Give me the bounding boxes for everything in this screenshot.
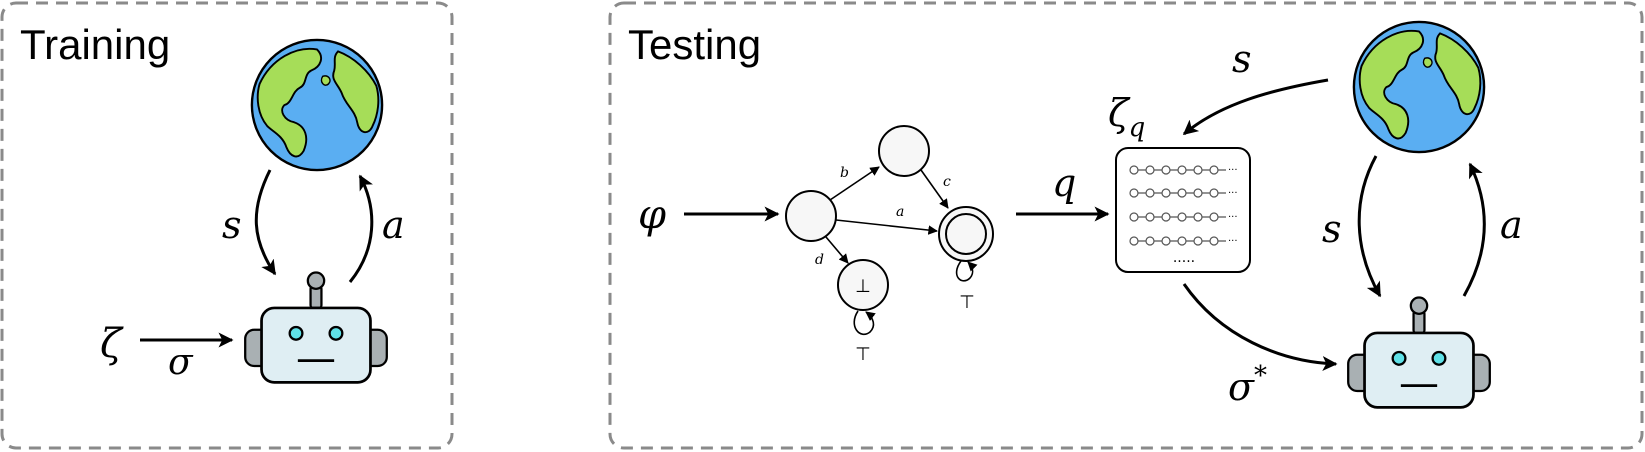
task-label: ζ <box>100 321 124 367</box>
policy-label: σ <box>168 342 194 383</box>
task-row-node <box>1161 212 1171 222</box>
action-arrow <box>348 174 374 283</box>
edge-label-c: c <box>943 174 951 190</box>
task-row-node <box>1209 165 1219 175</box>
state-label: s <box>1322 207 1342 251</box>
automaton-accept-state <box>938 206 994 262</box>
state-label: s <box>222 203 242 247</box>
edge-label-b: b <box>840 165 849 181</box>
state-arrow <box>1357 155 1382 298</box>
automaton-middle-state <box>878 125 930 177</box>
edge-b <box>829 166 880 201</box>
testing-panel-border <box>608 1 1644 450</box>
testing-panel: Testing φ b c a d ⊥ ⊤ ⊤ q <box>608 1 1644 450</box>
task-row-node <box>1209 188 1219 198</box>
task-row-node <box>1161 165 1171 175</box>
task-row-continuation: ··· <box>1228 165 1238 176</box>
task-row-continuation: ··· <box>1228 188 1238 199</box>
automaton-reject-state <box>837 259 889 311</box>
robot-icon <box>243 271 389 384</box>
action-label: a <box>1500 203 1523 247</box>
task-row-node <box>1145 188 1155 198</box>
state-arrow <box>254 169 277 276</box>
robot-icon <box>1346 296 1492 409</box>
task-row-node <box>1161 236 1171 246</box>
accept-loop-symbol: ⊤ <box>959 292 975 313</box>
state-top-label: s <box>1232 37 1252 81</box>
reject-symbol: ⊥ <box>855 276 871 297</box>
automaton-initial-state <box>785 190 837 242</box>
task-row-node <box>1193 165 1203 175</box>
task-row-continuation: ··· <box>1228 212 1238 223</box>
task-row-node <box>1177 236 1187 246</box>
task-row-continuation: ··· <box>1228 236 1238 247</box>
policy-label: σ* <box>1228 361 1267 409</box>
task-row-node <box>1129 165 1139 175</box>
task-row-node <box>1209 236 1219 246</box>
task-set-rows: ··· ··· ··· ··· <box>1129 165 1238 247</box>
task-row-node <box>1145 236 1155 246</box>
task-row-node <box>1161 188 1171 198</box>
task-set-ellipsis: ..... <box>1173 250 1195 266</box>
task-row-node <box>1145 165 1155 175</box>
policy-arrow <box>1182 283 1338 372</box>
task-row: ··· <box>1129 212 1238 223</box>
training-panel: Training s a ζ σ <box>0 1 454 450</box>
task-row: ··· <box>1129 165 1238 176</box>
training-title: Training <box>20 21 170 68</box>
task-row: ··· <box>1129 188 1238 199</box>
task-row-node <box>1129 212 1139 222</box>
task-row-node <box>1193 212 1203 222</box>
training-panel-border <box>0 1 454 450</box>
query-label: q <box>1052 161 1076 205</box>
action-arrow <box>1462 162 1486 297</box>
formula-label: φ <box>638 192 666 238</box>
automaton: b c a d ⊥ ⊤ ⊤ <box>785 125 994 365</box>
action-label: a <box>382 203 405 247</box>
task-row-node <box>1193 188 1203 198</box>
edge-label-a: a <box>896 204 904 220</box>
earth-icon <box>1352 20 1486 154</box>
edge-a <box>835 219 938 235</box>
edge-d <box>825 236 849 264</box>
edge-label-d: d <box>815 252 824 268</box>
task-row-node <box>1177 212 1187 222</box>
automaton-accept-inner-ring <box>945 213 987 255</box>
task-row-node <box>1209 212 1219 222</box>
edge-c <box>920 169 949 209</box>
accept-self-loop <box>955 260 978 282</box>
reject-self-loop <box>853 310 876 336</box>
state-to-task-set-arrow <box>1182 78 1329 136</box>
task-row-node <box>1193 236 1203 246</box>
task-row-node <box>1129 236 1139 246</box>
task-row-node <box>1129 188 1139 198</box>
earth-icon <box>250 38 384 172</box>
reject-loop-symbol: ⊤ <box>855 344 871 365</box>
task-row-node <box>1177 188 1187 198</box>
testing-title: Testing <box>628 21 761 68</box>
task-set-label: ζq <box>1108 91 1145 143</box>
task-row: ··· <box>1129 236 1238 247</box>
task-row-node <box>1145 212 1155 222</box>
task-row-node <box>1177 165 1187 175</box>
